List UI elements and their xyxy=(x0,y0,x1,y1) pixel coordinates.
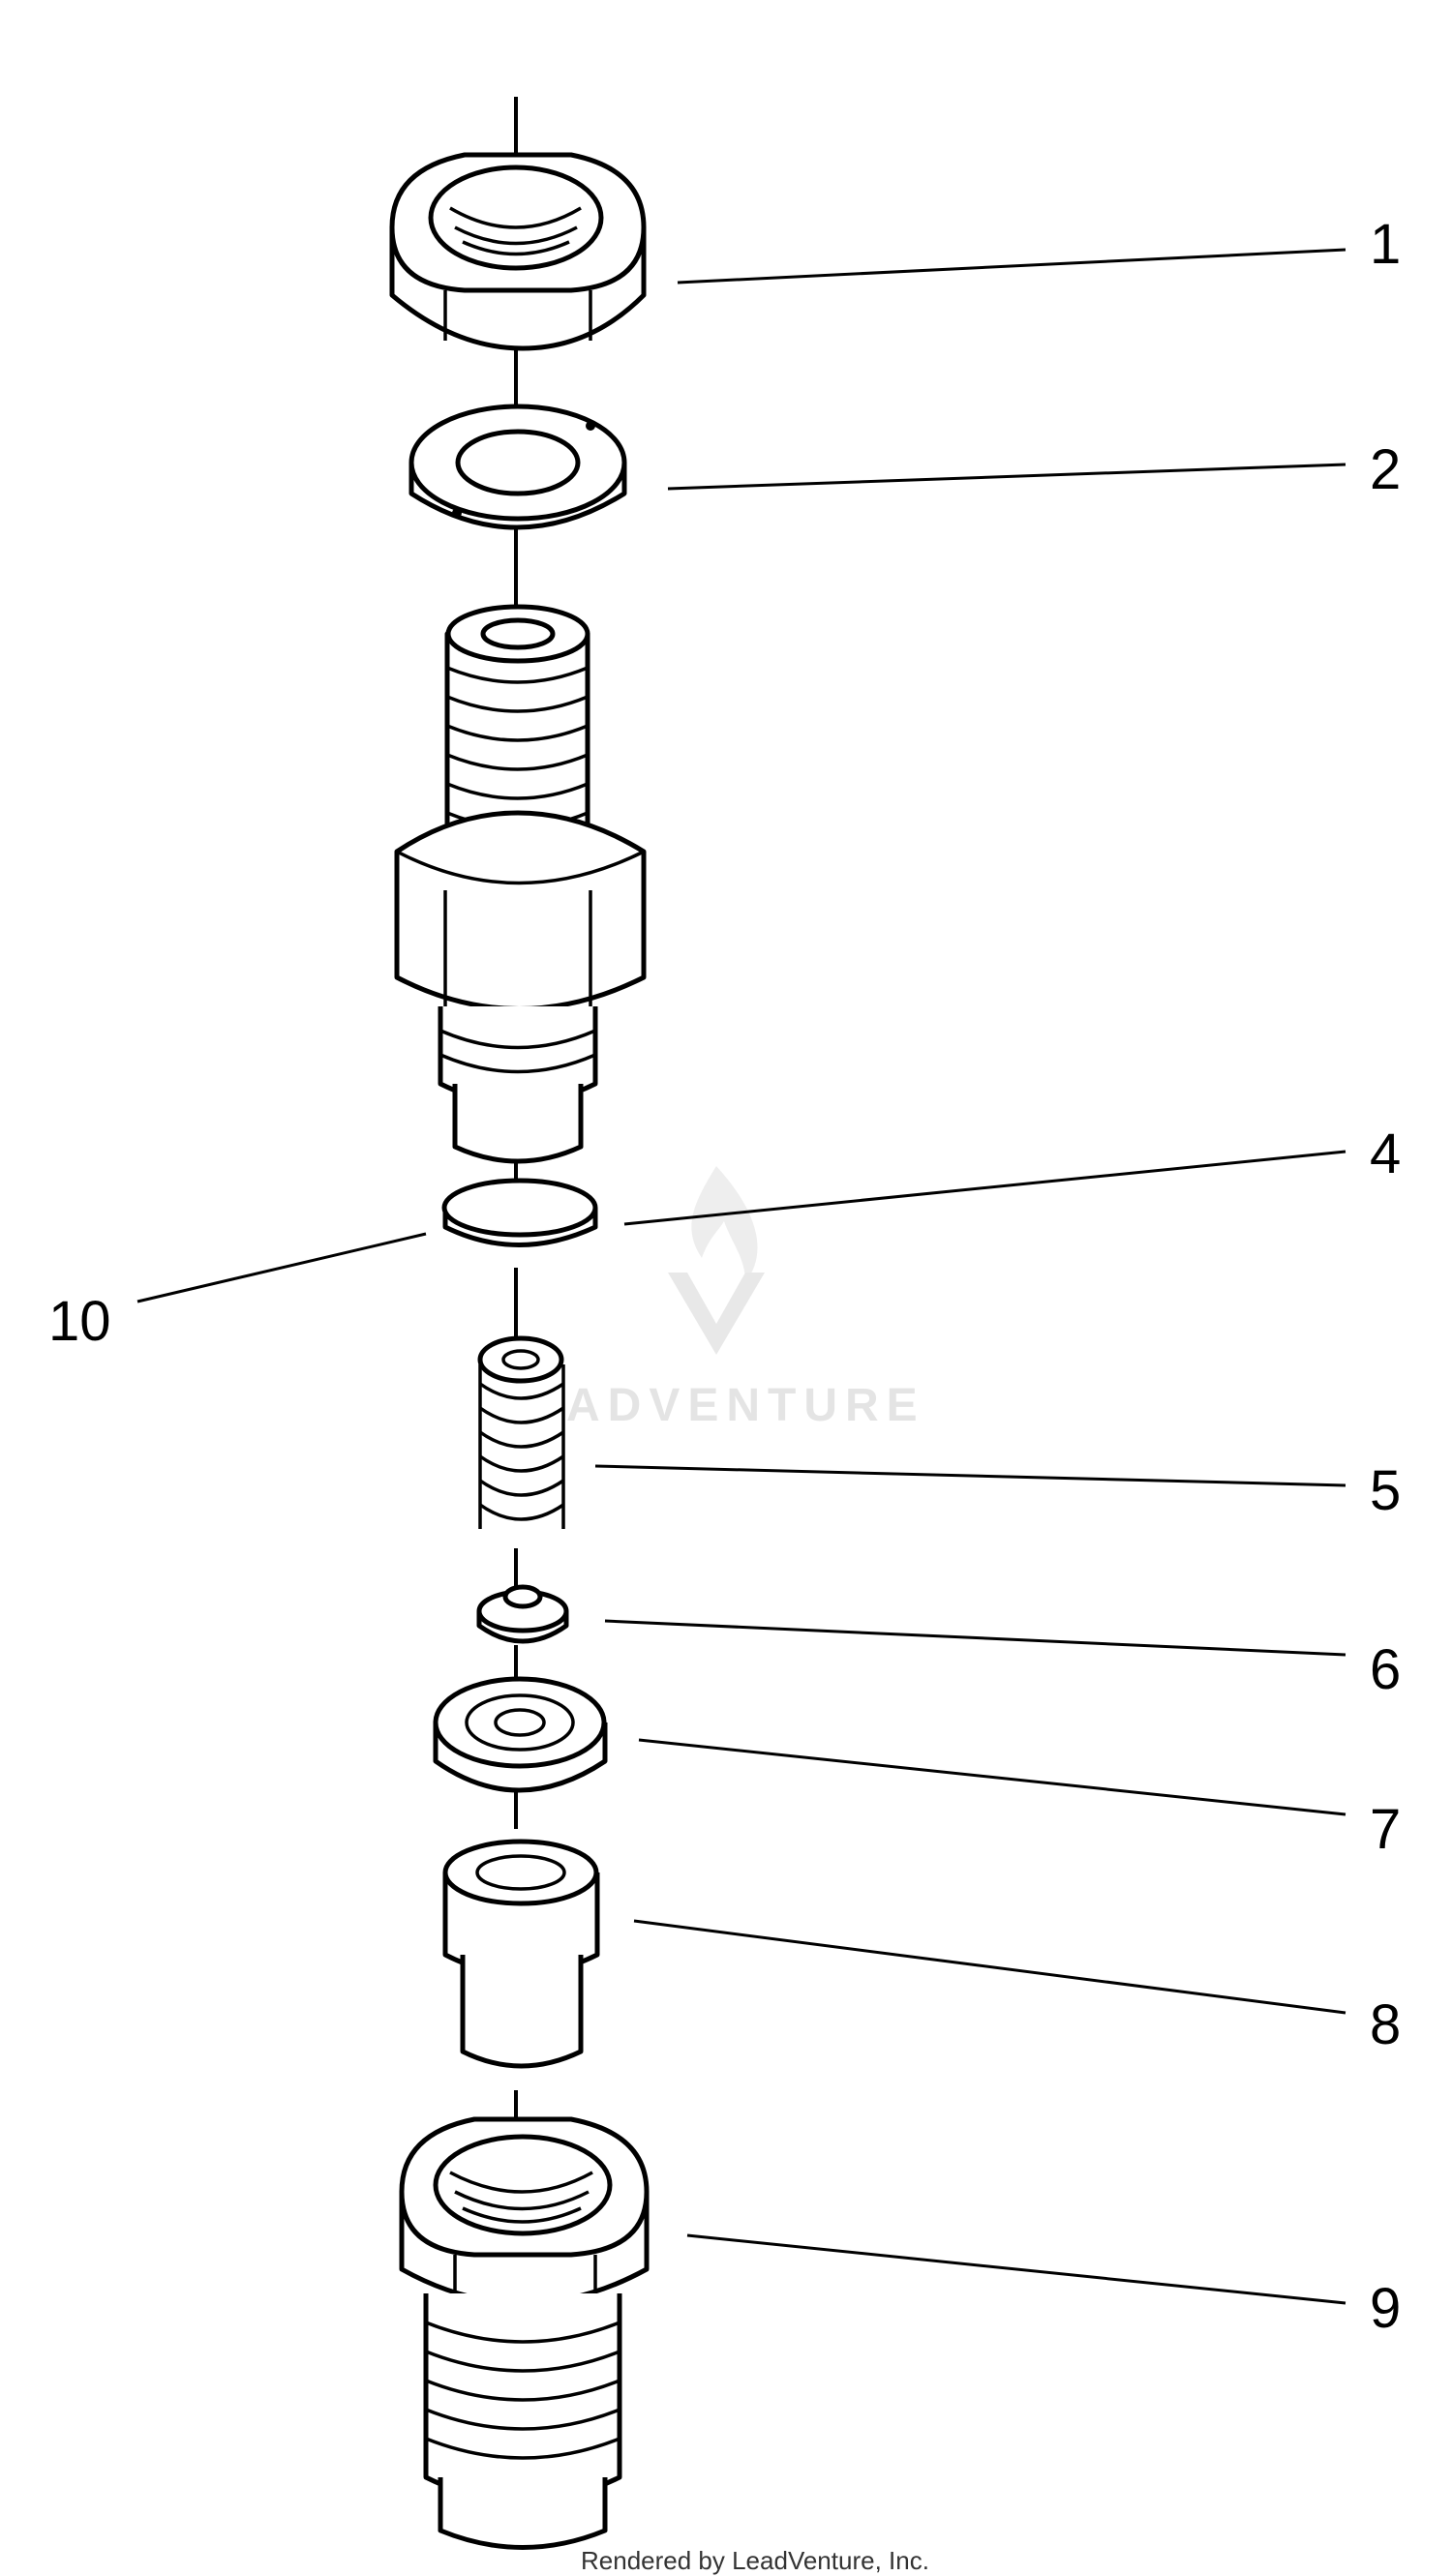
callout-6: 6 xyxy=(1370,1638,1401,1701)
callout-1: 1 xyxy=(1370,213,1401,276)
callout-4: 4 xyxy=(1370,1123,1401,1185)
watermark: ADVENTURE xyxy=(566,1166,925,1431)
part-1-hex-nut xyxy=(389,152,647,351)
leader-9 xyxy=(686,2233,1346,2305)
leader-8 xyxy=(633,1919,1346,2015)
callout-7: 7 xyxy=(1370,1798,1401,1861)
part-3-valve-holder xyxy=(394,604,647,1164)
part-4-gasket xyxy=(441,1178,598,1247)
render-credit: Rendered by LeadVenture, Inc. xyxy=(581,2546,929,2575)
leader-1 xyxy=(677,248,1346,285)
callout-5: 5 xyxy=(1370,1459,1401,1522)
watermark-text: ADVENTURE xyxy=(566,1380,925,1431)
leader-4 xyxy=(623,1150,1346,1226)
watermark-v-logo-icon xyxy=(668,1273,765,1355)
part-6-valve xyxy=(476,1584,569,1644)
leader-6 xyxy=(604,1619,1346,1657)
leader-7 xyxy=(638,1738,1346,1816)
leader-2 xyxy=(667,463,1346,491)
watermark-flame-icon xyxy=(691,1166,758,1282)
callout-2: 2 xyxy=(1370,438,1401,501)
leader-lines xyxy=(136,248,1346,2305)
callout-10: 10 xyxy=(48,1290,111,1353)
part-8-sleeve xyxy=(442,1839,600,2069)
callout-9: 9 xyxy=(1370,2277,1401,2340)
part-5-spring xyxy=(477,1335,565,1529)
callouts: 1 2 4 10 5 6 7 8 9 xyxy=(48,213,1401,2340)
leader-5 xyxy=(594,1464,1346,1487)
part-7-valve-seat xyxy=(433,1676,608,1793)
leader-10 xyxy=(136,1232,427,1303)
part-9-union-nut xyxy=(399,2116,650,2550)
callout-8: 8 xyxy=(1370,1993,1401,2056)
part-2-washer xyxy=(408,404,627,530)
